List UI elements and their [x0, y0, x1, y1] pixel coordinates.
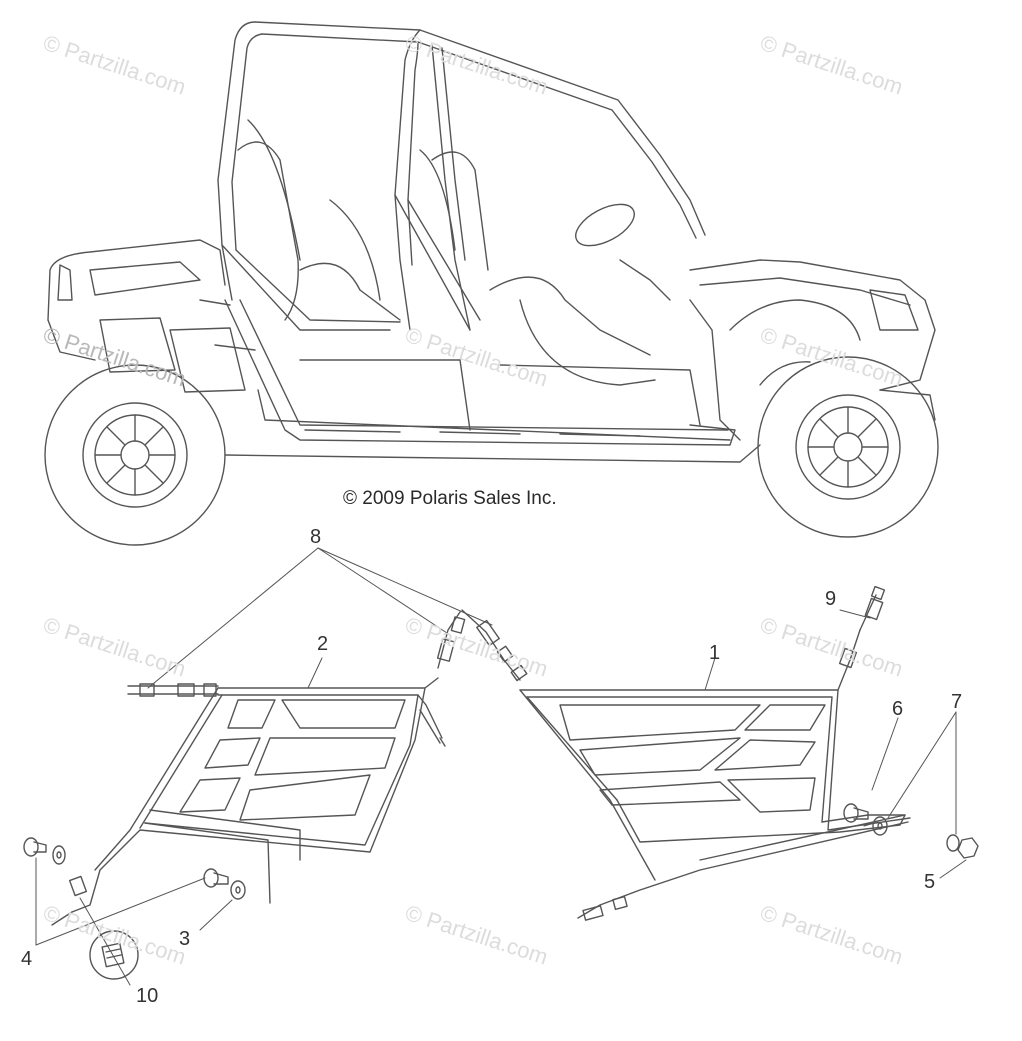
- callout-6: 6: [892, 698, 904, 720]
- door-frame-left: [51, 677, 446, 926]
- steering-wheel: [575, 203, 671, 301]
- door-straps-upper: [436, 609, 528, 682]
- hardware-right: [843, 803, 979, 859]
- buckle-detail-circle: [89, 930, 139, 980]
- rear-body: [47, 239, 256, 393]
- hardware-left: [23, 837, 246, 900]
- floor-rocker: [224, 299, 761, 463]
- callout-9: 9: [825, 588, 837, 610]
- callout-7: 7: [951, 691, 963, 713]
- copyright-notice: © 2009 Polaris Sales Inc.: [343, 488, 557, 509]
- callout-8: 8: [310, 526, 322, 548]
- callout-1: 1: [709, 642, 721, 664]
- seats: [237, 141, 656, 386]
- callout-10: 10: [136, 985, 159, 1007]
- callout-4: 4: [21, 948, 33, 970]
- front-wheel: [757, 356, 939, 538]
- callout-5: 5: [924, 871, 936, 893]
- front-body: [689, 259, 936, 441]
- callout-3: 3: [179, 928, 191, 950]
- leader-lines: [35, 547, 967, 986]
- vehicle-illustration: [44, 21, 939, 546]
- roll-cage: [217, 21, 706, 331]
- door-frame-right: [519, 585, 911, 921]
- callout-2: 2: [317, 633, 329, 655]
